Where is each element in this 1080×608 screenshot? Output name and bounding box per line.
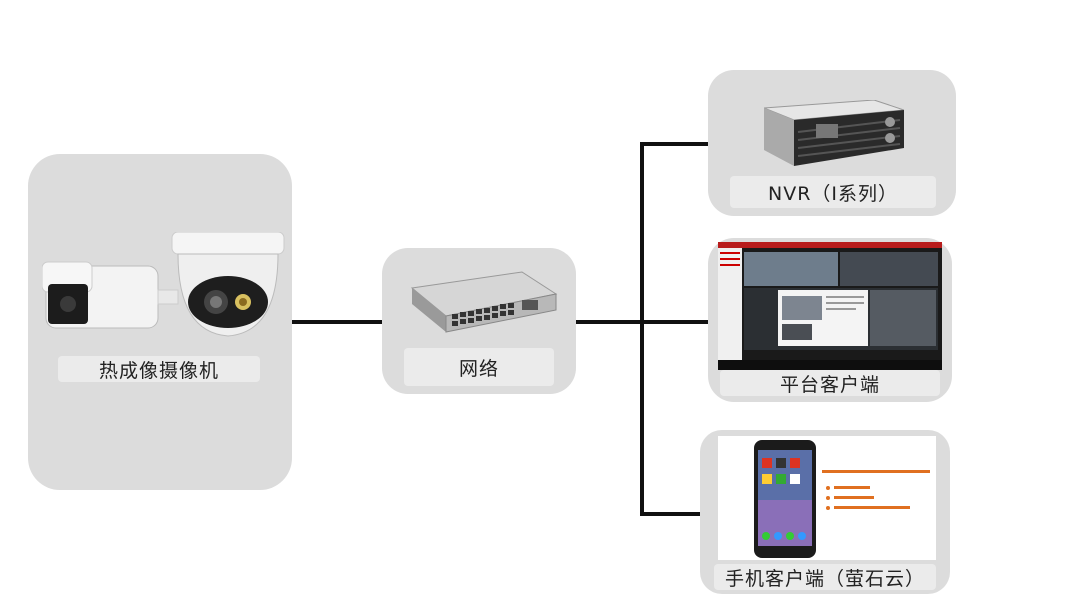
camera-label: 热成像摄像机 xyxy=(58,356,260,382)
platform-label: 平台客户端 xyxy=(720,370,940,396)
network-node: 网络 xyxy=(382,248,576,394)
mobile-label: 手机客户端（萤石云） xyxy=(714,564,936,590)
wire-vertical-bus xyxy=(640,142,644,516)
mobile-screen-panel xyxy=(718,436,936,560)
network-switch-icon xyxy=(410,271,558,333)
platform-node: 平台客户端 xyxy=(708,238,952,402)
nvr-node: NVR（I系列） xyxy=(708,70,956,216)
mobile-node: 手机客户端（萤石云） xyxy=(700,430,950,594)
nvr-recorder-icon xyxy=(764,100,904,166)
wire-to-nvr xyxy=(640,142,710,146)
wire-camera-network xyxy=(292,320,382,324)
nvr-label: NVR（I系列） xyxy=(730,176,936,208)
thermal-camera-icon xyxy=(42,232,285,337)
mobile-phone-icon xyxy=(754,440,816,558)
network-label: 网络 xyxy=(404,348,554,386)
wire-to-mobile xyxy=(640,512,710,516)
camera-node: 热成像摄像机 xyxy=(28,154,292,490)
mobile-feature-text-icon xyxy=(822,470,930,510)
platform-client-screen-icon xyxy=(718,242,942,370)
